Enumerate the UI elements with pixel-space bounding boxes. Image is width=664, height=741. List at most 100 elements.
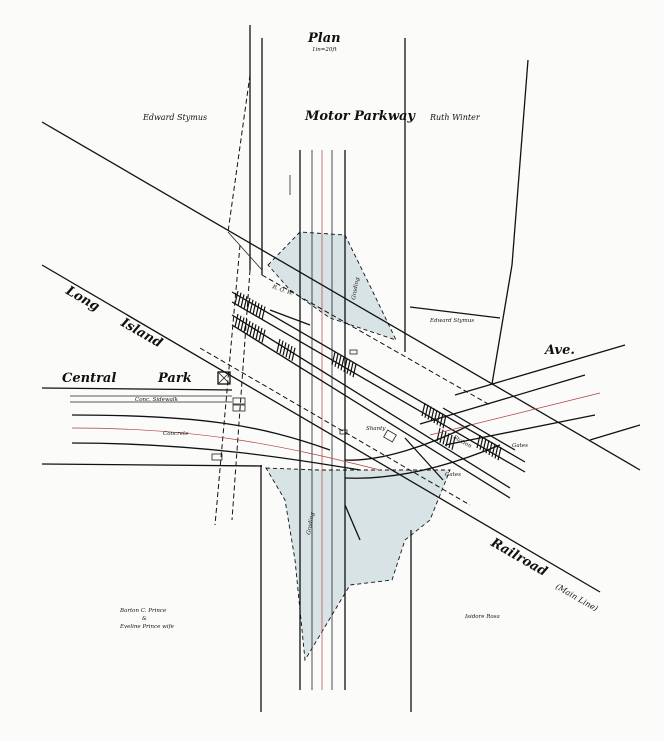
property-line <box>409 306 501 319</box>
owner-label: Barton C. Prince <box>119 608 167 614</box>
track-tie <box>424 404 429 418</box>
track-tie <box>331 351 336 366</box>
marker-box <box>211 453 223 461</box>
gate-arm <box>404 437 444 481</box>
track-tie <box>479 436 484 450</box>
street-centerline <box>71 427 381 471</box>
track-tie <box>430 408 435 422</box>
grading-area-south <box>265 467 451 662</box>
track-tie <box>255 303 260 317</box>
railroad-note: (Main Line) <box>554 582 599 613</box>
owner-label: Eveline Prince wife <box>119 624 175 630</box>
gate-arm <box>442 407 516 451</box>
post <box>349 349 358 355</box>
title: Plan <box>307 31 341 46</box>
track-tie <box>240 317 245 331</box>
curve-line <box>344 424 471 461</box>
track-tie <box>433 409 438 424</box>
track-tie <box>482 438 487 452</box>
property-line <box>491 264 513 385</box>
track-tie <box>255 326 260 340</box>
track-tie <box>276 338 281 353</box>
railroad-row-line <box>199 347 471 506</box>
track-tie <box>249 322 254 336</box>
fence-line <box>231 269 251 521</box>
track-tie <box>436 427 441 442</box>
avenue-label: Ave. <box>543 343 575 358</box>
fence-line <box>214 244 241 526</box>
track-tie <box>285 344 290 358</box>
track-tie <box>491 443 496 457</box>
owner-label: Ruth Winter <box>429 113 481 122</box>
track-tie <box>442 431 447 445</box>
post <box>339 429 348 435</box>
track-tie <box>497 447 502 461</box>
track-tie <box>261 306 266 320</box>
track-tie <box>249 299 254 313</box>
avenue-line <box>419 374 586 425</box>
track-tie <box>343 358 348 373</box>
track-tie <box>252 301 257 315</box>
track-tie <box>258 327 263 342</box>
gate-arm <box>344 504 361 541</box>
track-tie <box>421 402 426 417</box>
street-line <box>71 442 361 471</box>
fence-line <box>227 74 251 233</box>
railroad-row-line <box>41 121 641 471</box>
station-label: Station <box>452 435 473 450</box>
marker-box <box>232 397 246 405</box>
track-tie <box>240 294 245 308</box>
railroad-label: Island <box>117 315 165 351</box>
track-tie <box>346 360 351 374</box>
place-label: Park <box>157 371 192 386</box>
track-tie <box>494 445 499 459</box>
owner-label: Edward Stymus <box>429 318 474 324</box>
gate-arm <box>269 309 311 326</box>
street-line <box>41 387 233 391</box>
track-tie <box>427 406 432 420</box>
track-tie <box>288 345 293 360</box>
avenue-line <box>444 414 596 446</box>
avenue-centerline <box>429 392 601 436</box>
track-tie <box>349 362 354 376</box>
track-tie <box>258 304 263 319</box>
track-tie <box>279 340 284 354</box>
street-line <box>41 463 263 467</box>
property-line <box>227 231 263 271</box>
scale: 1in=20ft <box>312 47 337 53</box>
avenue-line <box>589 424 641 441</box>
property-line <box>511 59 529 266</box>
sidewalk-label: Conc. Sidewalk <box>135 397 179 403</box>
owner-label: Edward Stymus <box>142 113 207 122</box>
track-tie <box>234 313 239 328</box>
track-tie <box>246 320 251 335</box>
track-tie <box>476 434 481 449</box>
track-tie <box>261 329 266 343</box>
shanty-label: Shanty <box>366 426 386 432</box>
track-tie <box>337 355 342 369</box>
track-tie <box>352 364 357 378</box>
track-tie <box>442 415 447 429</box>
concrete-label: Concrete <box>163 431 189 437</box>
avenue-line <box>454 344 626 396</box>
track-tie <box>439 413 444 427</box>
owner-label: Isidore Rosa <box>464 614 500 620</box>
track-tie <box>334 353 339 367</box>
gates-label: Gates <box>445 472 461 478</box>
track-tie <box>282 342 287 356</box>
track-tie <box>243 319 248 333</box>
track-tie <box>291 347 296 361</box>
track-tie <box>448 434 453 449</box>
grading-label: Grading <box>306 512 316 536</box>
place-label: Central <box>62 371 116 386</box>
owner-label: & <box>142 616 147 622</box>
track-tie <box>246 297 251 312</box>
curve-line <box>344 444 501 479</box>
gates-label: Gates <box>512 443 528 449</box>
marker-box <box>232 404 246 412</box>
track-tie <box>340 357 345 371</box>
railroad-row-line <box>41 264 601 593</box>
shanty-box <box>217 371 231 385</box>
